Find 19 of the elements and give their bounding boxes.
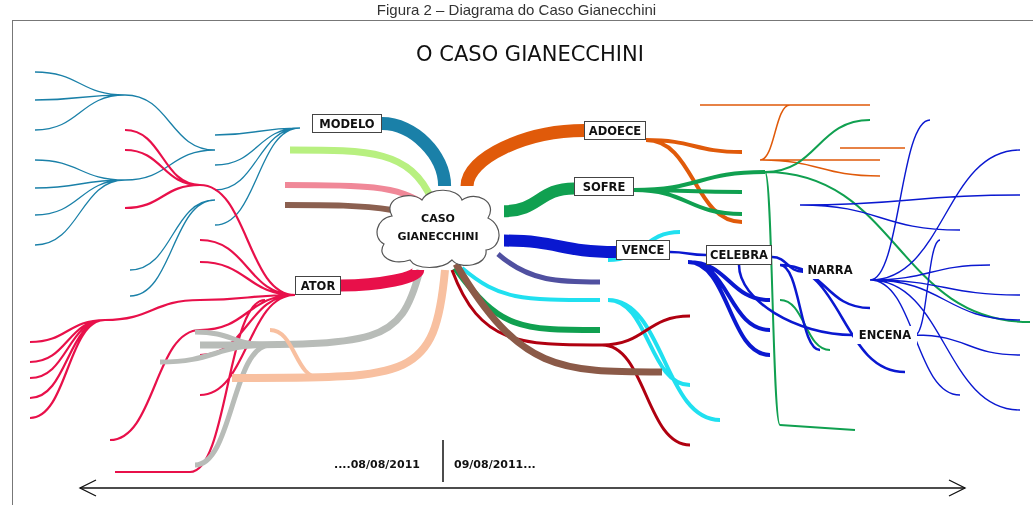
branch-line — [340, 266, 424, 292]
branch-label: SOFRE — [574, 177, 634, 196]
branch-line — [737, 264, 854, 337]
branch-label: VENCE — [616, 240, 670, 260]
branch-label: CELEBRA — [706, 245, 772, 265]
branch-label: ADOECE — [584, 121, 646, 140]
diagram-title: O CASO GIANECCHINI — [415, 42, 645, 66]
branch-label: ENCENA — [853, 326, 917, 344]
branch-line — [670, 250, 706, 257]
branch-label: MODELO — [312, 114, 382, 133]
branch-line — [503, 234, 617, 258]
figure-caption: Figura 2 – Diagrama do Caso Gianecchini — [375, 1, 658, 18]
branch-label: ATOR — [295, 276, 341, 295]
central-topic-text: CASO GIANECCHINI — [396, 211, 480, 245]
date-label: 09/08/2011... — [454, 458, 536, 471]
branch-line — [771, 255, 804, 274]
branch-line — [503, 182, 575, 218]
branch-line — [460, 124, 585, 188]
date-label: ....08/08/2011 — [334, 458, 420, 471]
